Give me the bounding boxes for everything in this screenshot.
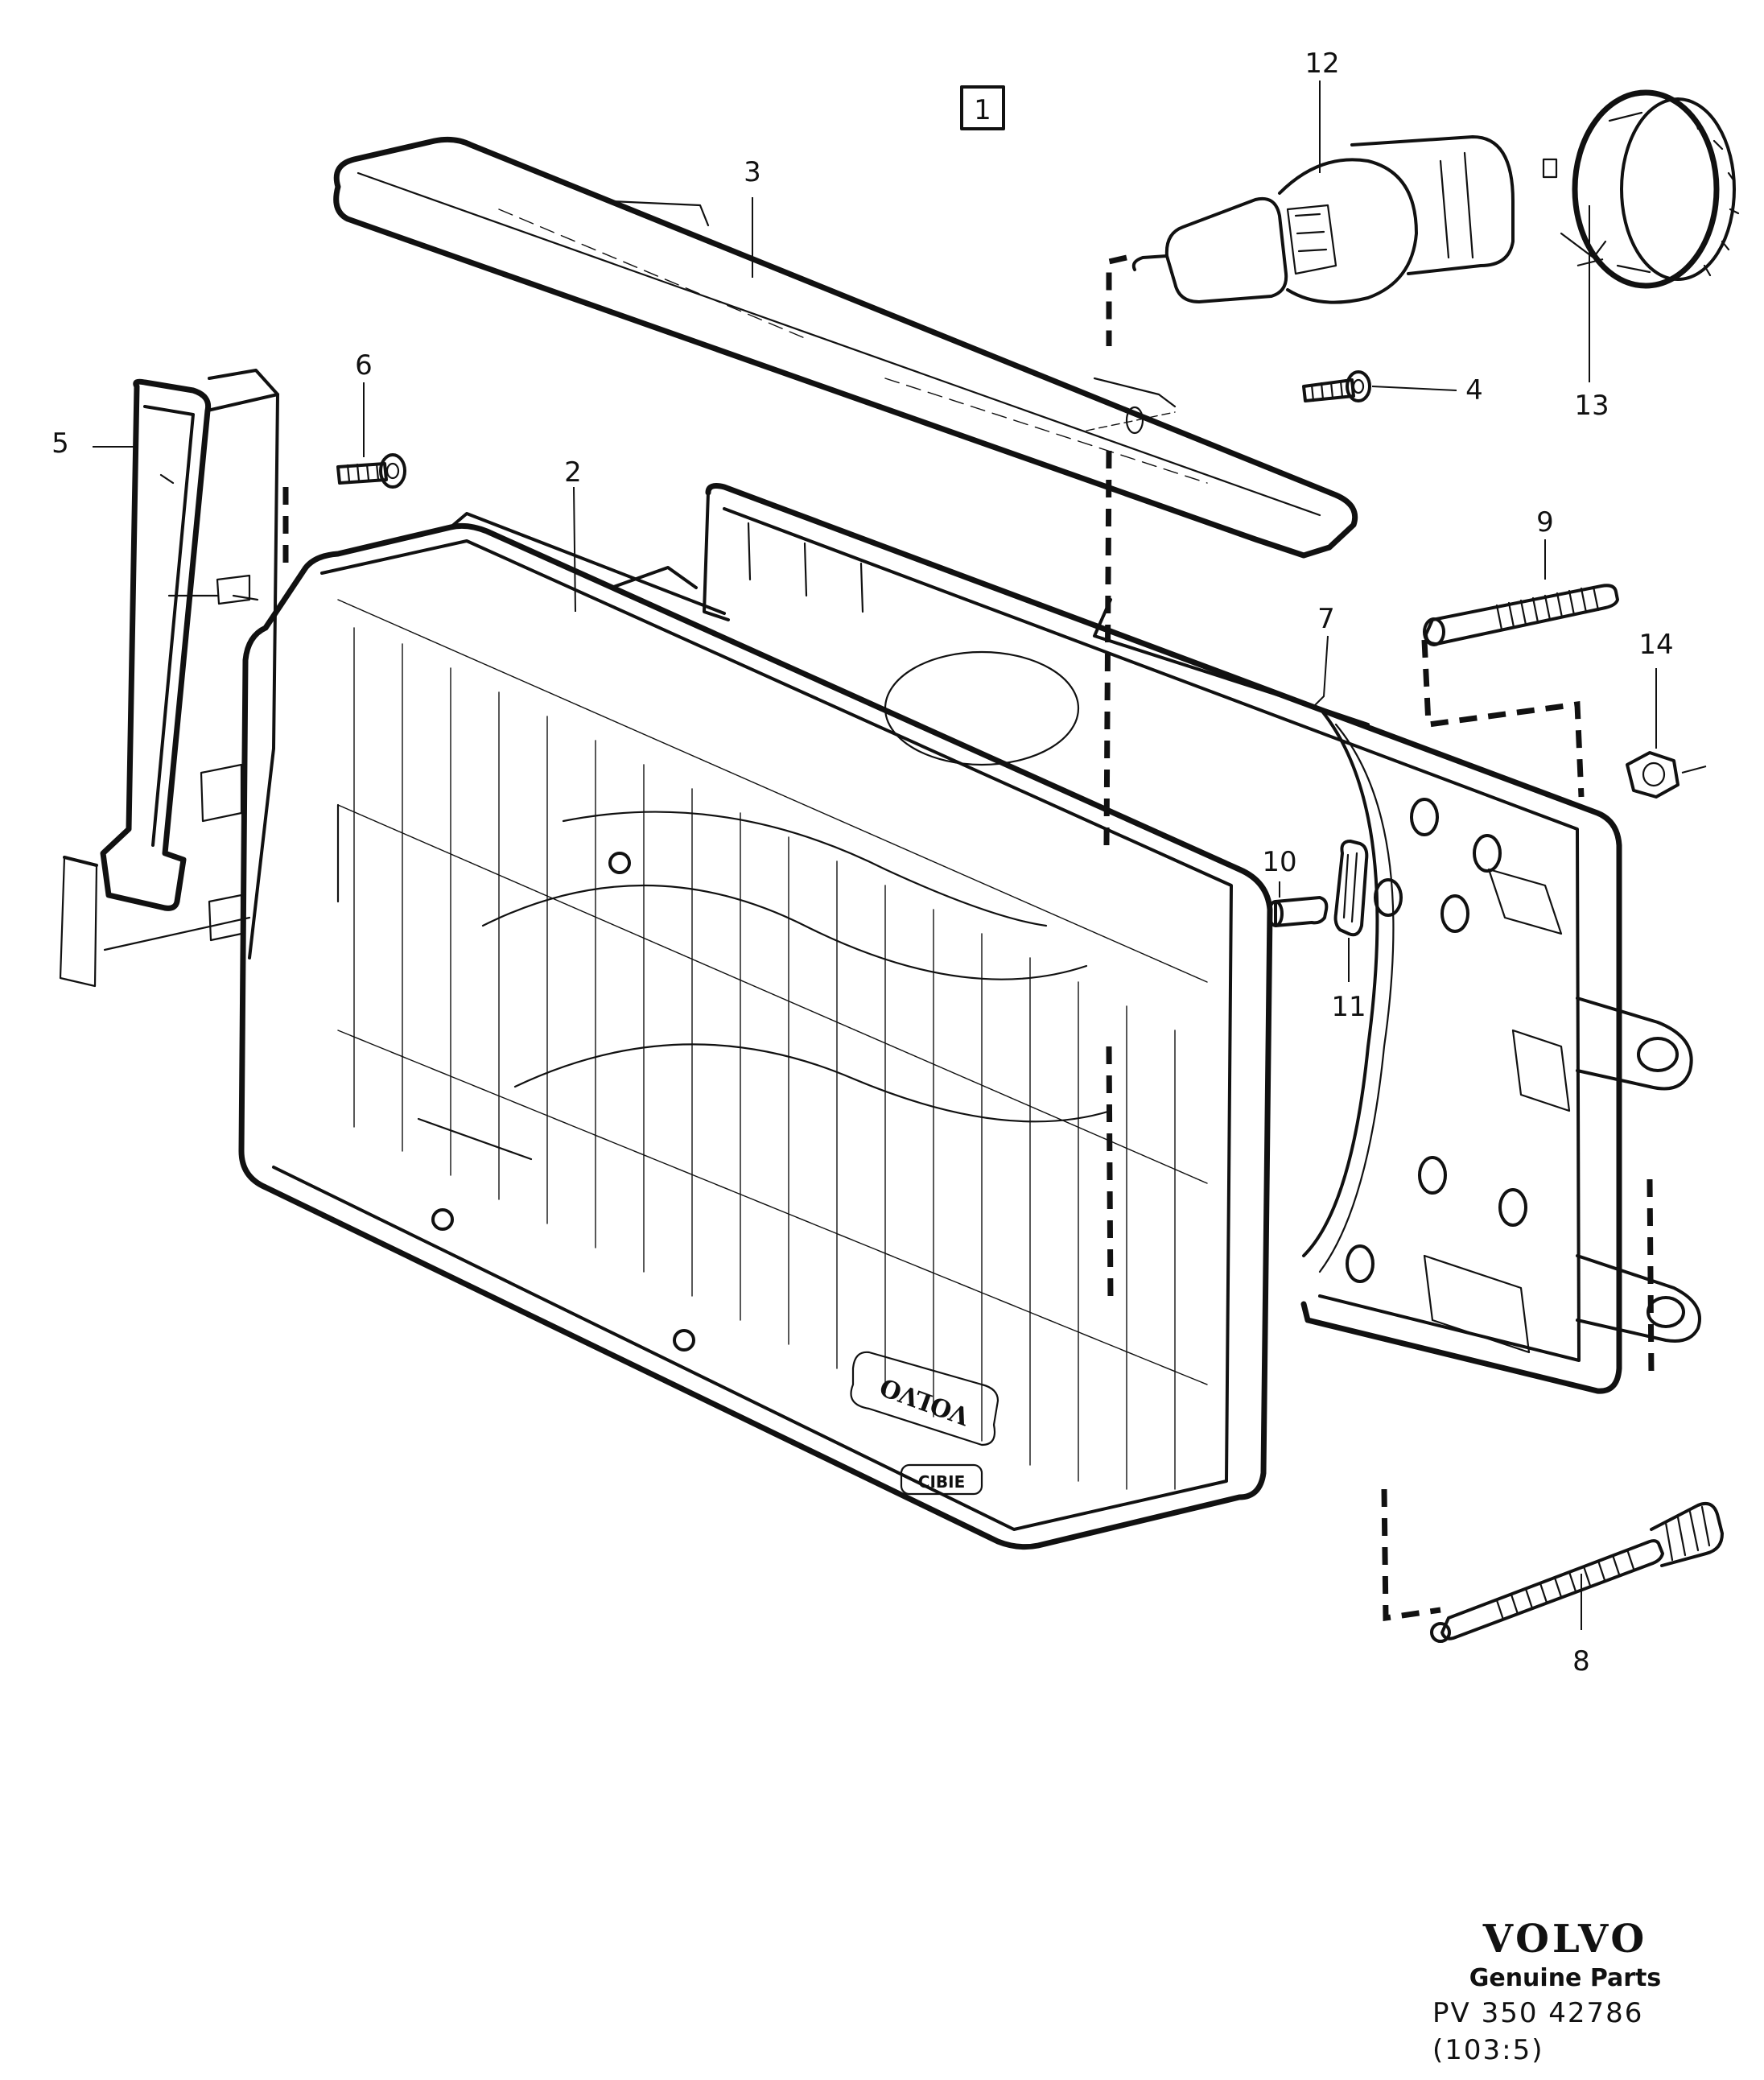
part-7-mounting-frame [703, 483, 1701, 1394]
assembly-paths [282, 254, 1655, 1622]
callout-6: 6 [355, 349, 373, 382]
callout-4: 4 [1465, 374, 1483, 407]
part-8-adjusting-screw [1430, 1501, 1724, 1643]
callout-9: 9 [1536, 506, 1554, 539]
svg-text:1: 1 [974, 94, 991, 126]
footer-subtitle: Genuine Parts [1469, 1964, 1662, 1992]
part-14-nut [1626, 751, 1680, 799]
callout-5: 5 [52, 427, 69, 460]
lens-brand-mark: VOLVO [876, 1372, 974, 1430]
part-catalog-code: PV 350 42786 [1432, 1997, 1644, 2029]
part-9-adjusting-screw [1423, 584, 1619, 646]
footer-branding: VOLVO Genuine Parts PV 350 42786 (103:5) [1432, 1916, 1698, 2069]
part-2-headlight-lens: VOLVO CIBIE [238, 512, 1273, 1550]
part-13-locking-ring [1542, 89, 1740, 289]
part-6-screw [336, 453, 406, 489]
assembly-marker: 1 [960, 85, 1005, 130]
part-12-bulb [1131, 135, 1515, 304]
callout-14: 14 [1638, 629, 1673, 661]
callout-12: 12 [1304, 47, 1339, 80]
callout-8: 8 [1572, 1645, 1590, 1678]
callout-13: 13 [1574, 390, 1609, 422]
callout-2: 2 [564, 456, 582, 489]
catalog-reference: (103:5) [1432, 2034, 1544, 2066]
callout-10: 10 [1262, 846, 1296, 878]
part-10-pin [1267, 896, 1329, 927]
leader-lines [93, 80, 1707, 1630]
volvo-logo: VOLVO [1482, 1917, 1648, 1962]
part-4-screw [1302, 370, 1371, 402]
part-3-trim-strip [333, 136, 1358, 559]
callout-11: 11 [1331, 991, 1366, 1023]
callout-7: 7 [1317, 603, 1335, 635]
callout-3: 3 [744, 156, 761, 188]
lens-maker-mark: CIBIE [918, 1472, 965, 1492]
part-11-clip [1333, 840, 1369, 937]
callout-labels: 2 3 4 5 6 7 8 9 10 11 12 13 14 [52, 47, 1673, 1678]
